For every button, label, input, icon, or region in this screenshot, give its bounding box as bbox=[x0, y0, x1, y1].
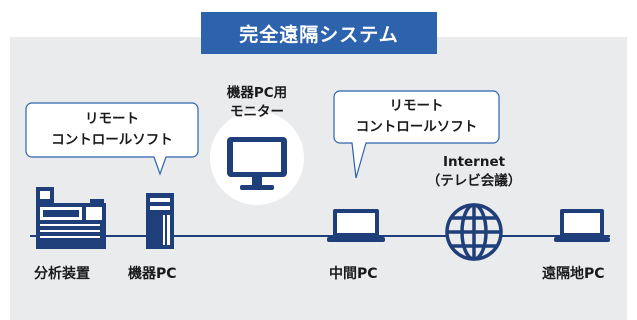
internet-caption-line2: （テレビ会議） bbox=[426, 173, 522, 189]
monitor-caption-line1: 機器PC用 bbox=[226, 85, 288, 101]
laptop-icon-remote bbox=[554, 209, 610, 242]
center-bubble-line1: リモート bbox=[389, 98, 444, 114]
internet-caption-line1: Internet bbox=[442, 154, 506, 170]
intermediate-pc-label: 中間PC bbox=[329, 266, 378, 282]
analyzer-label: 分析装置 bbox=[34, 266, 90, 282]
laptop-icon-intermediate bbox=[327, 209, 385, 242]
center-bubble bbox=[333, 90, 500, 179]
center-bubble-text: リモート コントロールソフト bbox=[334, 96, 499, 138]
center-bubble-line2: コントロールソフト bbox=[355, 119, 478, 135]
left-bubble bbox=[25, 102, 199, 176]
instrument-pc-label: 機器PC bbox=[128, 266, 177, 282]
remote-pc-label: 遠隔地PC bbox=[542, 266, 605, 282]
left-bubble-line2: コントロールソフト bbox=[51, 132, 173, 148]
analyzer-icon bbox=[36, 187, 106, 249]
left-bubble-line1: リモート bbox=[85, 111, 139, 127]
tower-pc-icon bbox=[146, 193, 174, 249]
internet-caption: Internet （テレビ会議） bbox=[414, 153, 534, 191]
left-bubble-text: リモート コントロールソフト bbox=[26, 109, 198, 151]
diagram-panel bbox=[10, 37, 627, 320]
globe-icon bbox=[445, 203, 503, 261]
monitor-icon bbox=[227, 137, 287, 190]
monitor-caption-line2: モニター bbox=[230, 104, 284, 120]
monitor-caption: 機器PC用 モニター bbox=[207, 84, 307, 122]
page-title: 完全遠隔システム bbox=[201, 12, 437, 54]
